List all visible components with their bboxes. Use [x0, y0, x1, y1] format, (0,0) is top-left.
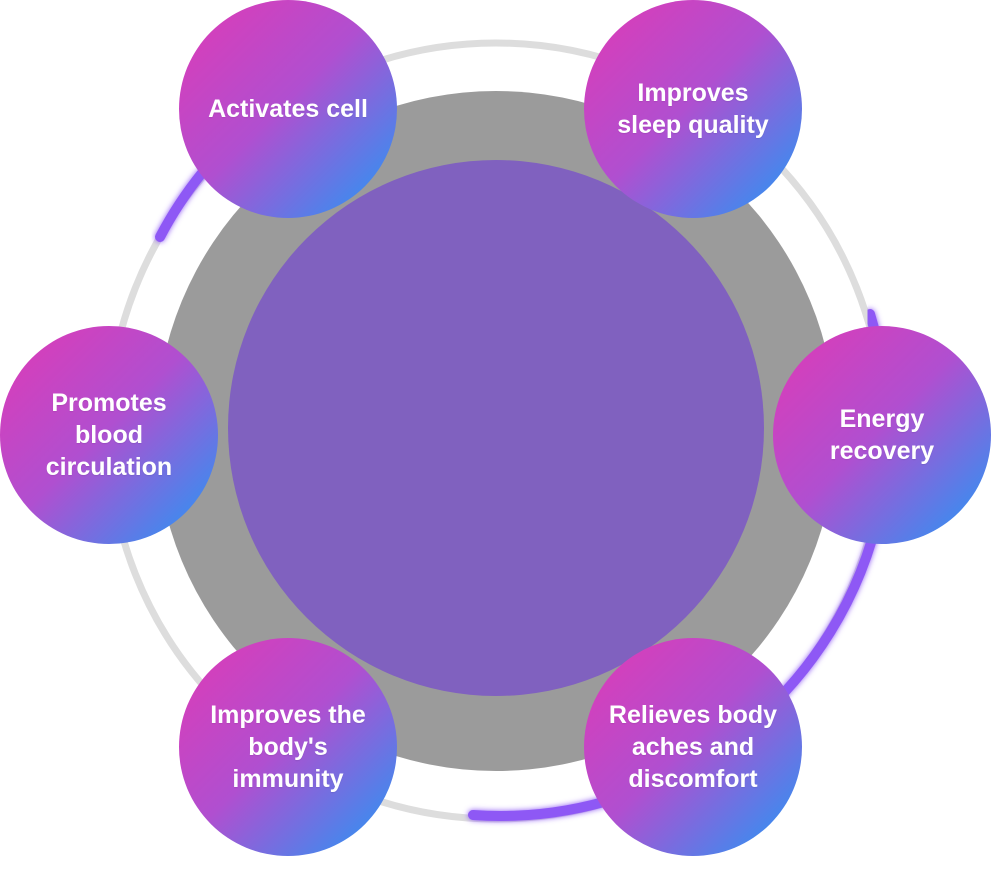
benefit-label: Relieves body aches and discomfort: [608, 701, 778, 793]
benefit-label: Promotes blood circulation: [45, 389, 173, 481]
benefit-node-energy-recovery: Energy recovery: [773, 326, 991, 544]
benefit-node-activates-cell: Activates cell: [179, 0, 397, 218]
benefit-node-immunity: Improves the body's immunity: [179, 638, 397, 856]
accent-arc-left: [155, 168, 207, 242]
benefit-label: Improves the body's immunity: [210, 701, 366, 793]
benefit-label: Improves sleep quality: [617, 79, 769, 139]
benefit-node-blood-circulation: Promotes blood circulation: [0, 326, 218, 544]
center-circle: [228, 160, 764, 696]
benefit-node-body-aches: Relieves body aches and discomfort: [584, 638, 802, 856]
benefit-label: Energy recovery: [829, 405, 935, 465]
benefit-node-sleep-quality: Improves sleep quality: [584, 0, 802, 218]
benefit-label: Activates cell: [208, 95, 368, 123]
